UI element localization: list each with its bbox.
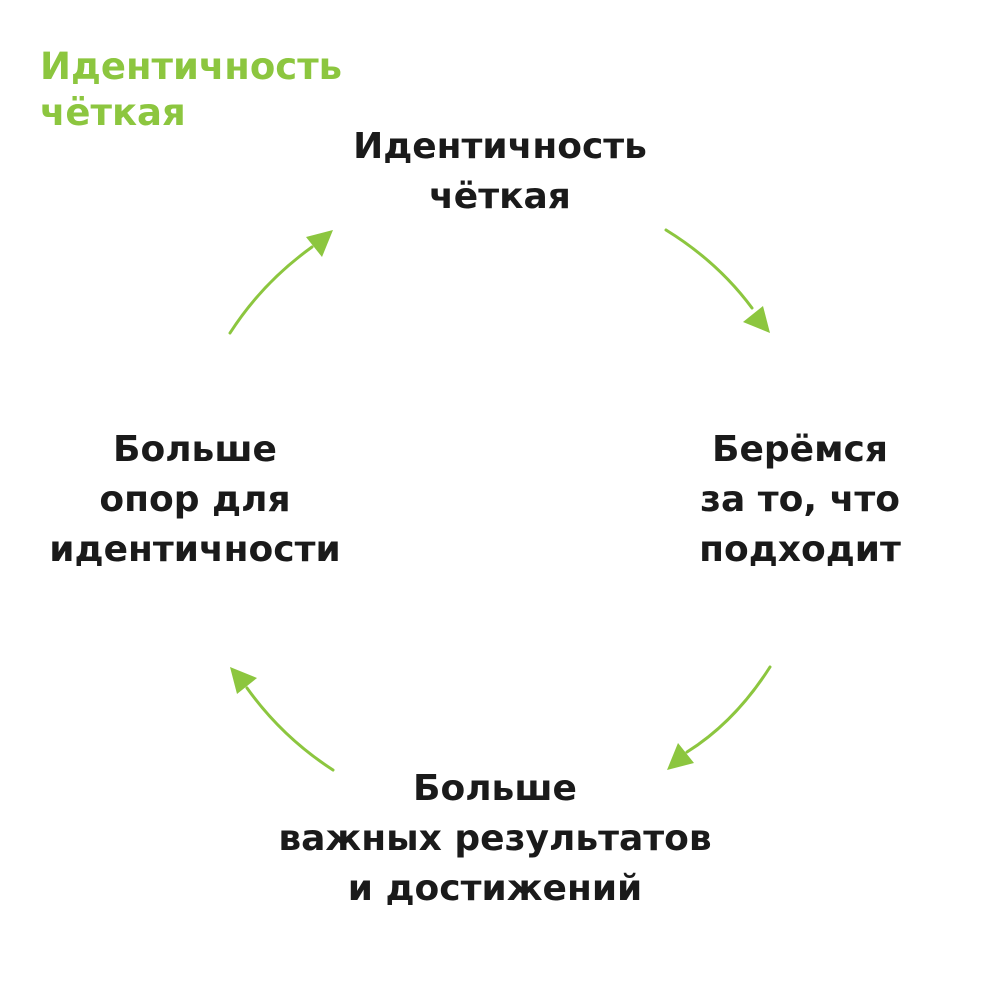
node-line: Идентичность [353,126,647,167]
heading-line-2: чёткая [40,91,186,134]
arrowhead-right [743,306,770,333]
node-line: подходит [699,529,901,570]
heading-line-1: Идентичность [40,45,343,88]
node-line: за то, что [700,479,900,520]
arrowhead-bottom [667,743,694,770]
node-line: Больше [413,768,577,809]
node-line: Больше [113,429,277,470]
arrowhead-left [230,667,257,694]
arrow-top-to-right [664,228,754,310]
diagram-heading: Идентичность чёткая [40,44,342,136]
cycle-node-top: Идентичность чёткая [300,122,700,222]
cycle-node-left: Больше опор для идентичности [20,425,370,575]
node-line: чёткая [429,176,571,217]
node-line: идентичности [49,529,341,570]
node-line: важных результатов [278,818,712,859]
arrow-right-to-bottom [685,665,772,754]
arrow-left-to-top [228,245,314,335]
cycle-node-right: Берёмся за то, что подходит [640,425,960,575]
arrowhead-top [306,230,333,257]
node-line: опор для [99,479,291,520]
node-line: Берёмся [712,429,888,470]
node-line: и достижений [347,868,643,909]
cycle-node-bottom: Больше важных результатов и достижений [245,764,745,914]
arrow-bottom-to-left [245,686,335,772]
